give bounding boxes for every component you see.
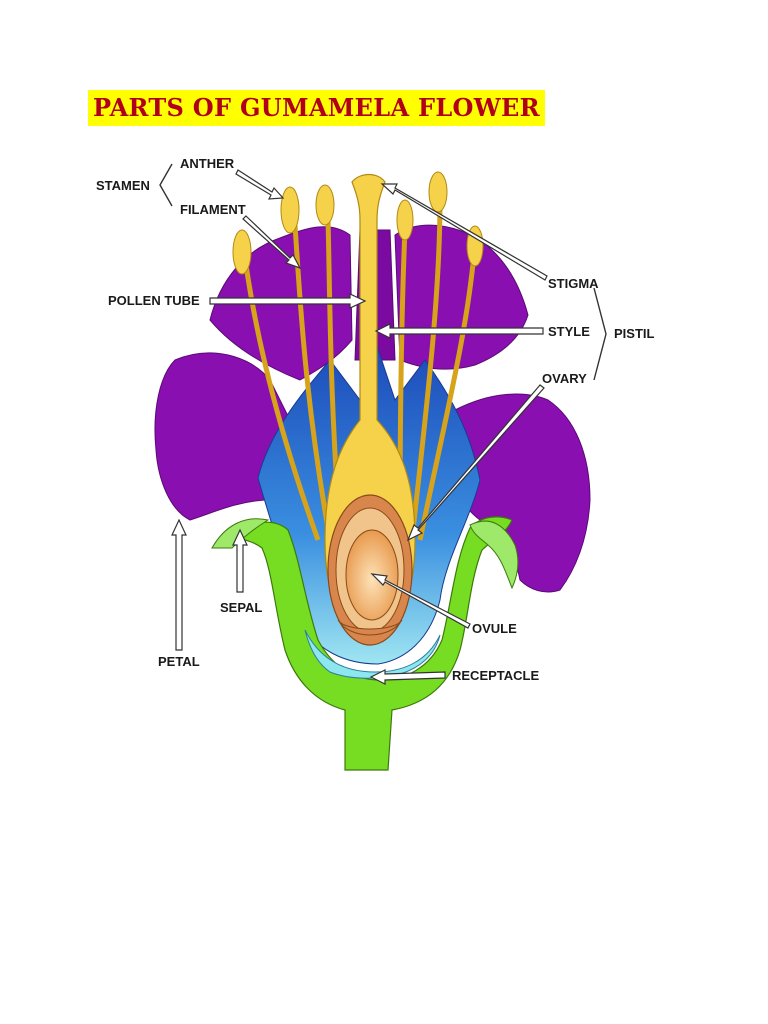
anther — [428, 171, 448, 213]
anther — [396, 199, 414, 241]
arrow-style — [374, 323, 544, 339]
pointer-arrows — [171, 169, 548, 685]
arrow-receptacle — [369, 669, 446, 685]
arrow-ovary — [406, 384, 545, 542]
label-pollen-tube: POLLEN TUBE — [108, 293, 200, 308]
page-title: PARTS OF GUMAMELA FLOWER — [88, 90, 545, 126]
arrow-pollen-tube — [209, 293, 367, 309]
receptacle-stem — [230, 516, 513, 771]
ovule — [345, 529, 399, 621]
ovary-base — [337, 619, 403, 636]
label-receptacle: RECEPTACLE — [452, 668, 539, 683]
stamens — [232, 171, 484, 541]
label-style: STYLE — [548, 324, 590, 339]
arrow-filament — [242, 215, 302, 270]
label-ovary: OVARY — [542, 371, 587, 386]
arrow-ovule — [370, 573, 471, 629]
anther — [315, 184, 335, 226]
label-pistil: PISTIL — [614, 326, 655, 341]
filament — [409, 199, 443, 541]
label-filament: FILAMENT — [180, 202, 246, 217]
petal-right — [449, 393, 591, 593]
label-anther: ANTHER — [180, 156, 235, 171]
label-ovule: OVULE — [472, 621, 517, 636]
label-petal: PETAL — [158, 654, 200, 669]
label-sepal: SEPAL — [220, 600, 262, 615]
pistil — [324, 173, 416, 646]
filament — [292, 224, 333, 541]
pistil-brace — [593, 287, 607, 381]
arrow-stigma — [380, 183, 548, 281]
sepal-right-tip — [469, 520, 519, 590]
arrow-anther — [235, 169, 285, 200]
anther — [280, 186, 300, 234]
arrow-petal — [171, 518, 187, 651]
anther — [232, 229, 252, 275]
filament — [417, 239, 478, 541]
label-stamen: STAMEN — [96, 178, 150, 193]
stamen-brace — [159, 163, 173, 207]
label-stigma: STIGMA — [548, 276, 599, 291]
receptacle-inner — [304, 629, 441, 679]
filament — [242, 257, 321, 541]
arrow-sepal — [232, 528, 248, 593]
